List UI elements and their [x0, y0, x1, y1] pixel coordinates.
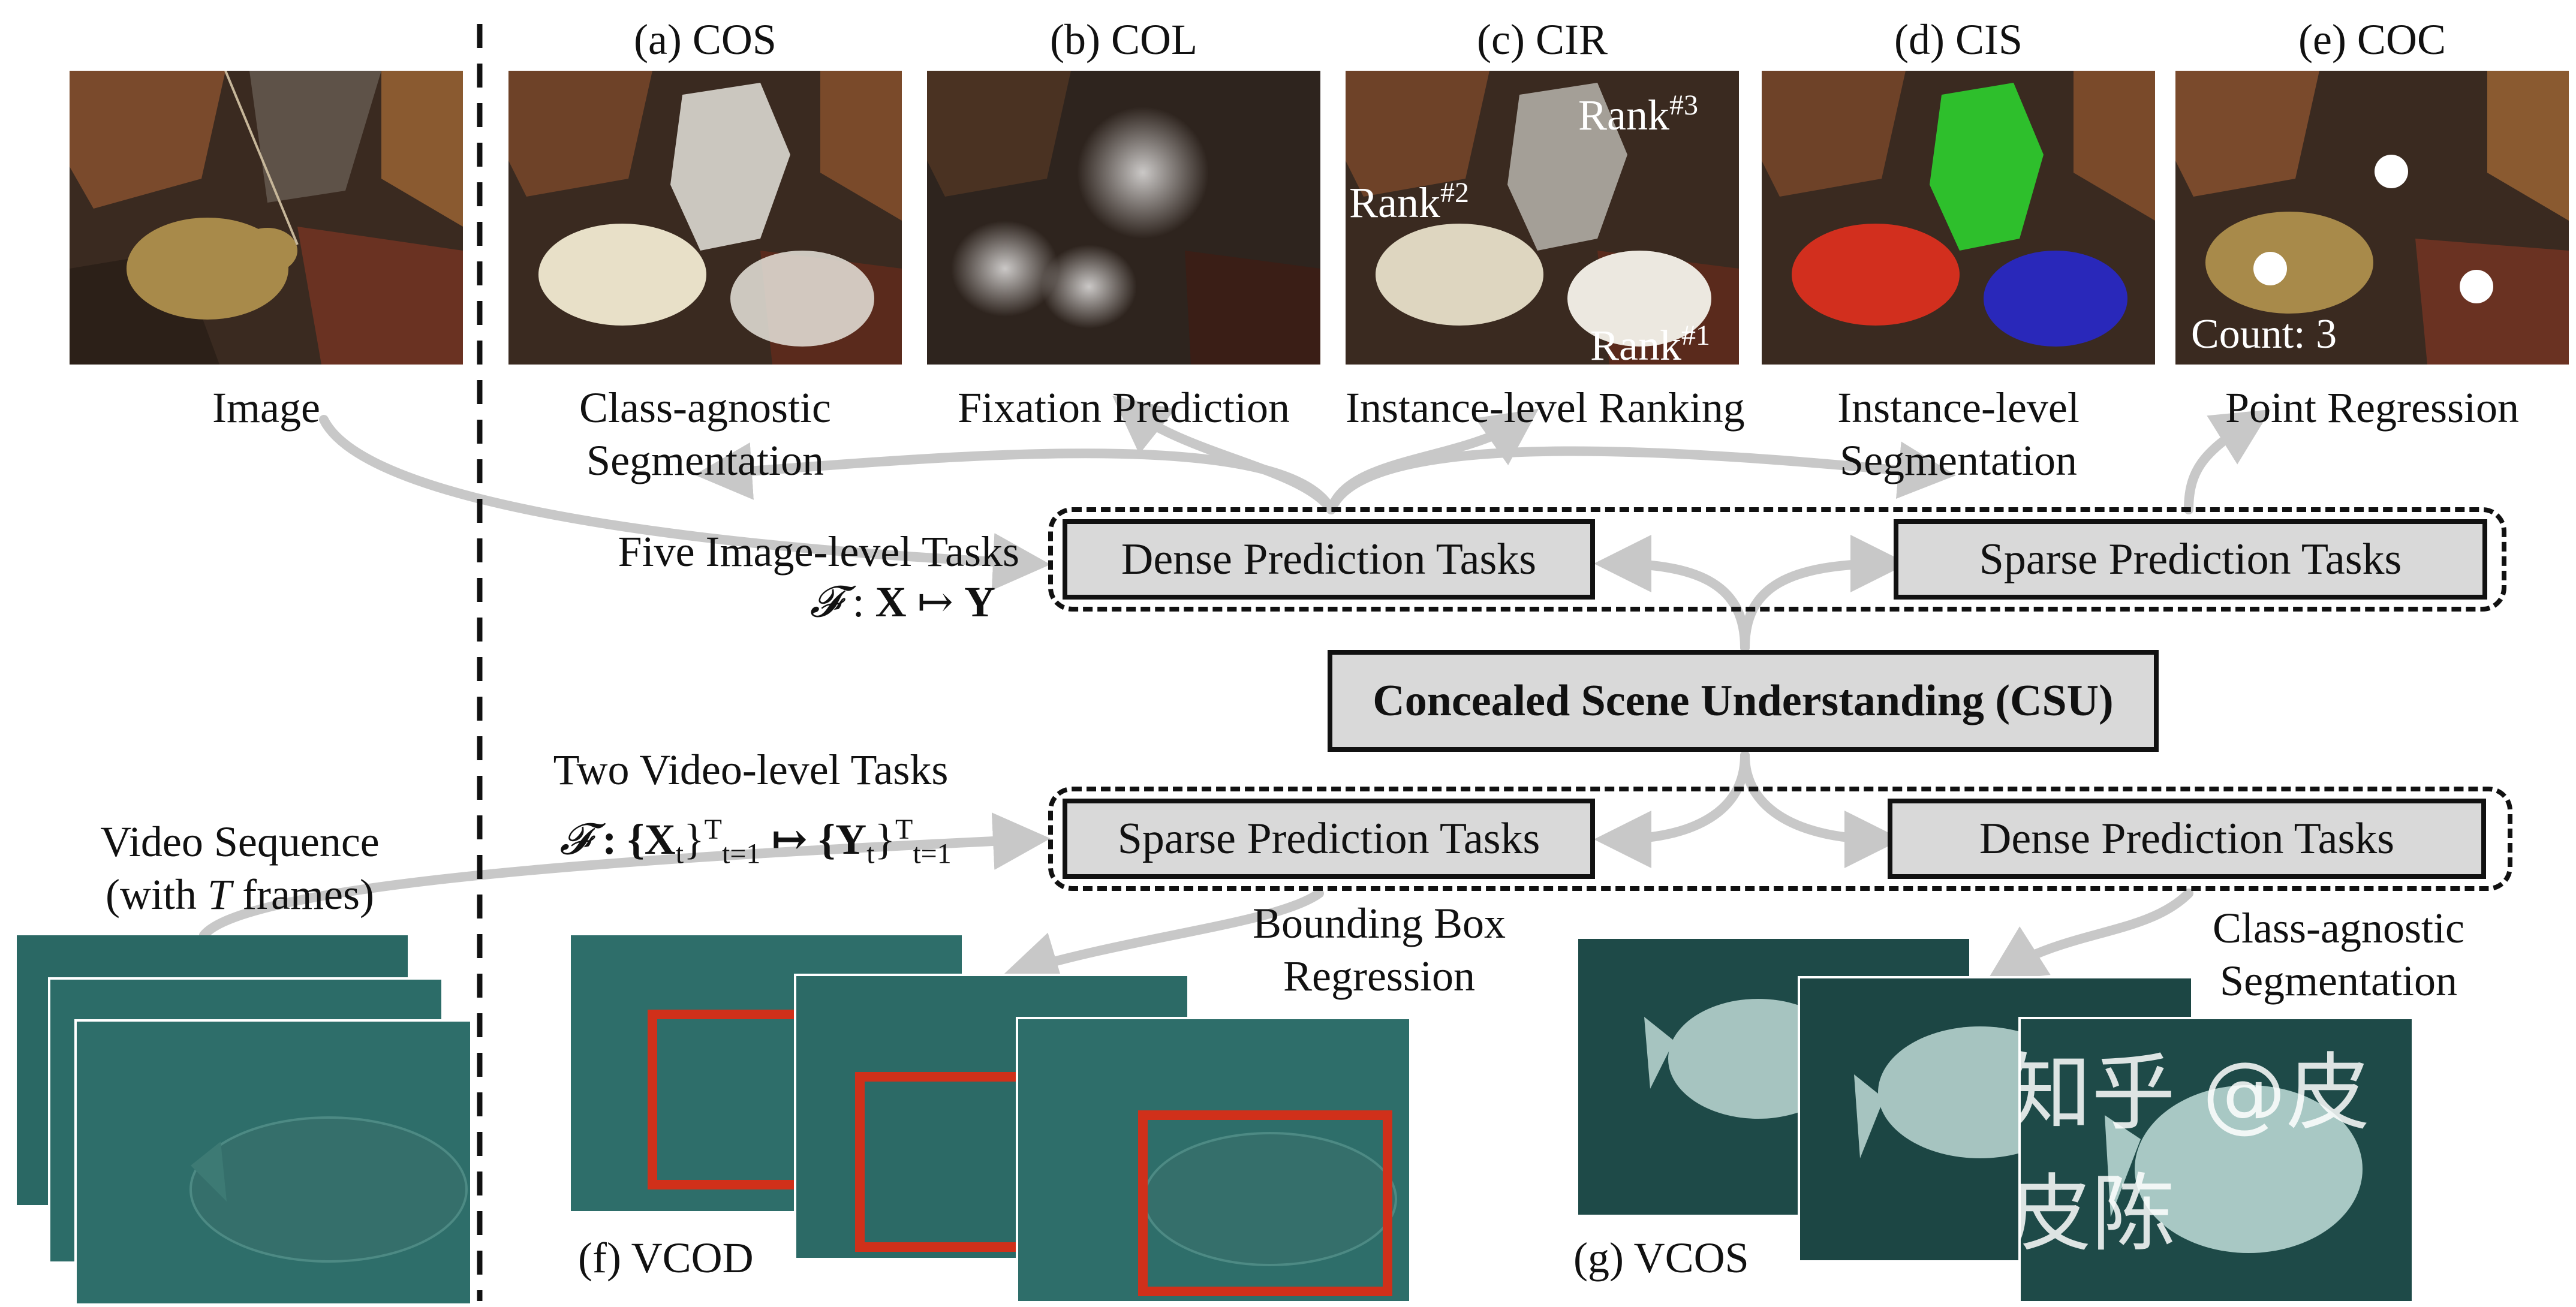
cir-caption: Instance-level Ranking — [1346, 384, 1745, 432]
coc-caption: Point Regression — [2225, 384, 2519, 432]
cir-title: (c) CIR — [1477, 16, 1608, 64]
col-title: (b) COL — [1050, 16, 1197, 64]
vcod-note-line2: Regression — [1283, 952, 1475, 1000]
image-dense-prediction-box: Dense Prediction Tasks — [1063, 519, 1595, 600]
coc-title: (e) COC — [2298, 16, 2446, 64]
coc-point-1 — [2375, 155, 2408, 188]
video-tasks-label: Two Video-level Tasks — [553, 746, 949, 794]
image-sparse-prediction-box: Sparse Prediction Tasks — [1894, 519, 2487, 600]
col-caption: Fixation Prediction — [958, 384, 1290, 432]
vcos-frame-3: 知乎 @皮皮陈 — [2018, 1017, 2412, 1301]
vcod-bbox-3 — [1138, 1110, 1392, 1296]
col-image — [927, 71, 1320, 365]
video-frame-front — [74, 1019, 470, 1303]
video-dense-prediction-box: Dense Prediction Tasks — [1888, 799, 2486, 879]
video-sequence-label-line2: (with T frames) — [106, 871, 374, 918]
video-sequence-label-line1: Video Sequence — [100, 818, 380, 866]
vcod-frame-3 — [1016, 1017, 1409, 1301]
image-tasks-label: Five Image-level Tasks — [618, 528, 1019, 576]
vcos-title: (g) VCOS — [1573, 1234, 1749, 1282]
vcos-note-line2: Segmentation — [2220, 957, 2457, 1005]
arrow-vsparse-to-vcod — [1001, 889, 1324, 988]
arrow-dense-to-cis — [1326, 441, 1956, 514]
coc-point-2 — [2253, 252, 2287, 285]
coc-point-3 — [2460, 270, 2493, 303]
cis-caption-line2: Segmentation — [1840, 436, 2077, 484]
image-caption: Image — [212, 384, 320, 432]
vcod-note-line1: Bounding Box — [1252, 899, 1506, 947]
image-tasks-group — [1048, 507, 2506, 612]
input-image — [70, 71, 463, 365]
coc-image: Count: 3 — [2175, 71, 2569, 365]
arrow-sparse-to-coc — [2184, 409, 2271, 514]
cos-caption-line1: Class-agnostic — [579, 384, 831, 432]
cis-caption-line1: Instance-level — [1837, 384, 2080, 432]
cir-image: Rank#3 Rank#2 Rank#1 — [1346, 71, 1739, 365]
rank3-label: Rank#3 — [1578, 89, 1698, 139]
csu-box: Concealed Scene Understanding (CSU) — [1328, 650, 2159, 752]
arrow-image-to-tasks — [319, 415, 1051, 591]
cis-image — [1762, 71, 2155, 365]
arrow-dense-to-col — [1112, 396, 1336, 514]
image-tasks-formula: 𝓕 : X ↦ Y — [809, 578, 995, 626]
video-tasks-formula: 𝓕 : {Xt}Tt=1 ↦ {Yt}Tt=1 — [559, 814, 952, 870]
arrow-csu-to-vdense — [1740, 751, 1902, 868]
video-sparse-prediction-box: Sparse Prediction Tasks — [1063, 799, 1595, 879]
vcod-title: (f) VCOD — [578, 1234, 754, 1282]
cis-title: (d) CIS — [1894, 16, 2023, 64]
video-tasks-group — [1048, 787, 2512, 891]
arrow-video-to-tasks — [199, 812, 1051, 940]
cos-title: (a) COS — [634, 16, 777, 64]
arrow-vdense-to-vcos — [1986, 889, 2193, 982]
rank2-label: Rank#2 — [1349, 177, 1469, 227]
arrow-csu-to-sparse — [1740, 535, 1908, 652]
arrow-csu-to-vsparse — [1594, 751, 1750, 868]
cos-caption-line2: Segmentation — [586, 436, 824, 484]
count-label: Count: 3 — [2191, 311, 2337, 357]
rank1-label: Rank#1 — [1590, 320, 1710, 365]
vcos-note-line1: Class-agnostic — [2213, 904, 2464, 952]
divider-line — [477, 24, 483, 1301]
watermark: 知乎 @皮皮陈 — [2018, 1044, 2370, 1263]
cos-image — [508, 71, 902, 365]
